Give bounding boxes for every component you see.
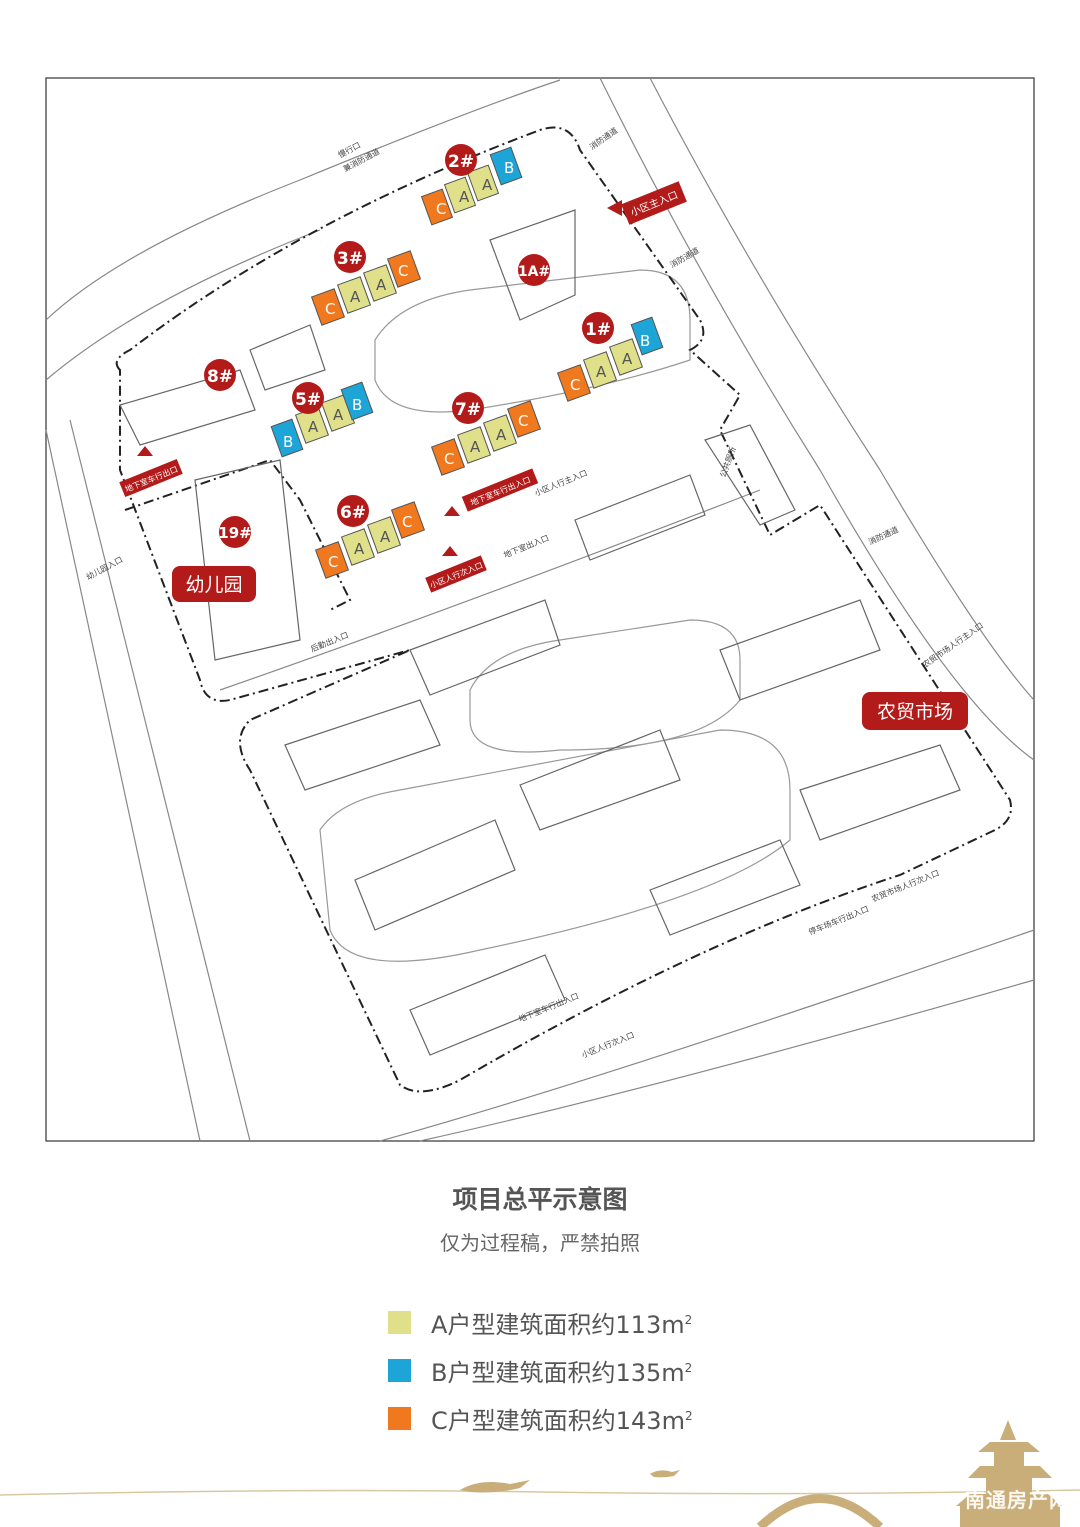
fish-icon: [460, 1480, 530, 1493]
main-entrance-arrow: [607, 200, 622, 216]
unit-label: A: [333, 406, 344, 424]
ped-secondary-tag: [425, 555, 487, 593]
badge-label: 7#: [455, 400, 481, 420]
building-badges: 2# 3# 1# 5# 7# 6# 8# 1A# 19#: [204, 144, 614, 548]
building-7: C A A C: [430, 400, 542, 476]
building-6: C A A C: [314, 501, 426, 579]
badge-label: 6#: [340, 503, 366, 523]
unit-label: C: [325, 300, 335, 318]
plan-title: 项目总平示意图: [452, 1185, 628, 1214]
fish-icon: [650, 1470, 680, 1478]
badge-label: 1A#: [518, 264, 550, 280]
ped-secondary-arrow: [442, 546, 458, 556]
plan-frame: [45, 77, 1035, 1142]
kindergarten-boundary: [124, 458, 352, 611]
pagoda-icon: [956, 1420, 1062, 1527]
legend-item-b: B户型建筑面积约135m2: [388, 1356, 693, 1387]
building-5: B A A B: [270, 381, 374, 458]
building-1: C A A B: [556, 316, 664, 402]
badge-label: 2#: [448, 152, 474, 172]
legend-swatch-b: [388, 1358, 411, 1382]
garage-exit-mid-arrow: [444, 506, 460, 516]
unit-label: B: [504, 159, 514, 177]
unit-label: A: [350, 288, 361, 306]
badge-label: 3#: [337, 249, 363, 269]
legend-item-a: A户型建筑面积约113m2: [388, 1308, 693, 1339]
kindergarten-box: [172, 566, 256, 602]
badge-label: 19#: [218, 524, 251, 542]
legend-label-a: A户型建筑面积约113m2: [431, 1310, 693, 1339]
unit-label: C: [398, 262, 408, 280]
site-plan: C A A B C A A C C A A B: [45, 77, 1035, 1142]
plan-subtitle: 仅为过程稿，严禁拍照: [440, 1231, 640, 1255]
legend-label-b: B户型建筑面积约135m2: [431, 1358, 693, 1387]
south-buildings: [119, 209, 961, 1056]
building-3: C A A C: [310, 250, 422, 326]
unit-label: A: [482, 176, 493, 194]
legend-swatch-a: [388, 1310, 411, 1334]
garage-exit-left-arrow: [137, 446, 153, 456]
watermark: 南通房产网: [965, 1488, 1070, 1512]
unit-label: A: [376, 276, 387, 294]
unit-label: B: [352, 396, 362, 414]
badge-label: 5#: [295, 390, 321, 410]
arch-bridge-icon: [756, 1494, 884, 1527]
badge-label: 1#: [585, 320, 611, 340]
unit-label: A: [470, 438, 481, 456]
horizon-line: [0, 1489, 1080, 1496]
unit-label: A: [308, 418, 319, 436]
unit-label: C: [518, 412, 528, 430]
unit-label: A: [380, 528, 391, 546]
courtyards: [319, 269, 791, 962]
unit-label: A: [459, 188, 470, 206]
unit-label: A: [354, 540, 365, 558]
colored-buildings: C A A B C A A C C A A B: [270, 146, 664, 579]
unit-label: C: [570, 376, 580, 394]
legend-swatch-c: [388, 1406, 411, 1430]
footer-decoration: [0, 1420, 1080, 1527]
unit-label: A: [596, 363, 607, 381]
garage-exit-mid-tag: [461, 468, 539, 512]
unit-label: A: [496, 426, 507, 444]
site-boundary: [115, 126, 1012, 1093]
unit-label: B: [283, 433, 293, 451]
kindergarten-label: 幼儿园: [185, 574, 242, 596]
building-2: C A A B: [420, 146, 523, 226]
legend-label-c: C户型建筑面积约143m2: [431, 1406, 693, 1435]
facility-labels: 幼儿园 农贸市场: [172, 566, 968, 730]
unit-label: C: [436, 200, 446, 218]
badge-label: 8#: [207, 367, 233, 387]
garage-exit-left-tag: [119, 458, 183, 498]
unit-label: C: [328, 553, 338, 571]
unit-label: B: [640, 332, 650, 350]
legend-item-c: C户型建筑面积约143m2: [388, 1404, 693, 1435]
unit-label: C: [444, 450, 454, 468]
unit-label: C: [402, 513, 412, 531]
unit-type-legend: A户型建筑面积约113m2 B户型建筑面积约135m2 C户型建筑面积约143m…: [388, 1308, 693, 1452]
market-label: 农贸市场: [877, 701, 953, 723]
unit-label: A: [622, 350, 633, 368]
market-box: [862, 692, 968, 730]
main-entrance-tag: [621, 181, 687, 225]
